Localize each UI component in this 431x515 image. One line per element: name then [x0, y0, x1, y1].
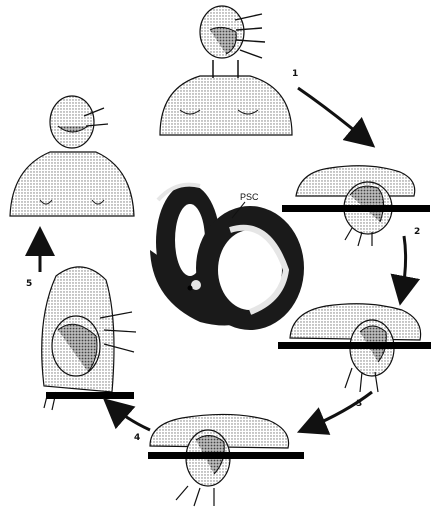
figure-side-lying-face-down: [148, 414, 304, 506]
exam-table: [148, 452, 304, 459]
semicircular-canal-illustration: PSC: [150, 184, 304, 330]
psc-label: PSC: [240, 192, 259, 202]
figure-supine-head-right: [282, 166, 430, 246]
arrow-step-2: [402, 236, 406, 294]
exam-table: [46, 392, 134, 399]
step-number-3: 3: [356, 399, 362, 409]
exam-table: [278, 342, 431, 349]
step-number-2: 2: [414, 227, 420, 237]
exam-table: [282, 205, 430, 212]
arrow-step-1: [298, 88, 366, 140]
arrow-step-3: [308, 392, 372, 428]
figure-seated-head-turned: [160, 6, 292, 135]
arrow-step-4: [112, 406, 150, 430]
figure-supine-head-left: [278, 304, 431, 392]
figure-sitting-up: [42, 267, 136, 410]
figure-upright-back-view: [10, 96, 134, 216]
step-number-4: 4: [134, 433, 140, 443]
step-number-1: 1: [292, 69, 298, 79]
step-number-5: 5: [26, 279, 32, 289]
